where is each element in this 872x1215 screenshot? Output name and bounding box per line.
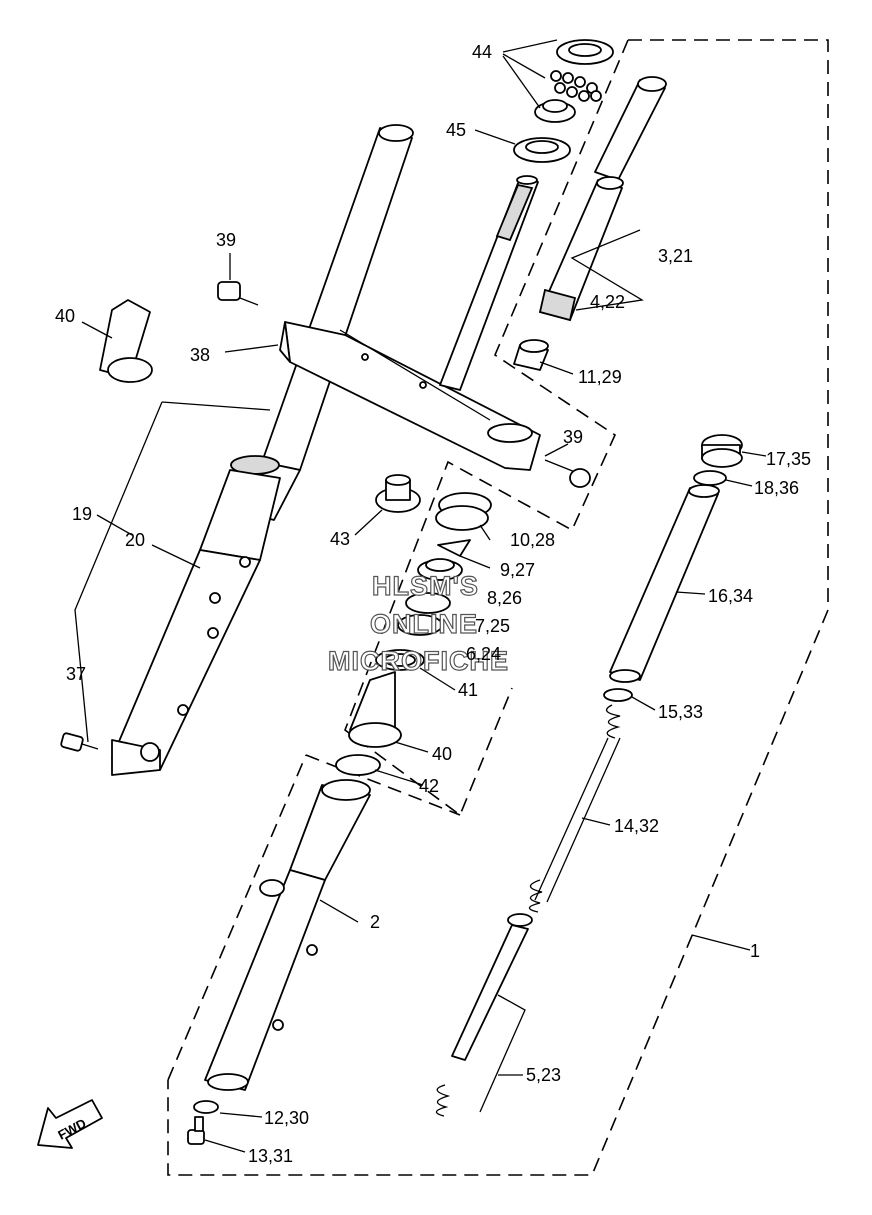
damper-rod-5: [435, 913, 533, 1117]
ring-42: [335, 754, 381, 776]
collar-43: [375, 474, 421, 513]
label-12-30: 12,30: [264, 1108, 309, 1128]
label-1: 1: [750, 941, 760, 961]
cover-40-lower: [348, 671, 402, 748]
label-7-25: 7,25: [475, 616, 510, 636]
label-17-35: 17,35: [766, 449, 811, 469]
leader-lines: [74, 39, 767, 1153]
label-3-21: 3,21: [658, 246, 693, 266]
label-13-31: 13,31: [248, 1146, 293, 1166]
label-38: 38: [190, 345, 210, 365]
label-4-22: 4,22: [590, 292, 625, 312]
callout-labels: 44 45 3,21 4,22 11,29 39 40 38 39 17,35 …: [55, 42, 811, 1166]
label-10-28: 10,28: [510, 530, 555, 550]
label-8-26: 8,26: [487, 588, 522, 608]
watermark: HLSM'S ONLINE MICROFICHE: [327, 570, 509, 676]
bolt-39-left: [217, 281, 259, 306]
label-37: 37: [66, 664, 86, 684]
inner-tube-2: [204, 779, 371, 1091]
label-16-34: 16,34: [708, 586, 753, 606]
bearing-parts: [513, 39, 614, 163]
bolt-37: [60, 732, 99, 752]
watermark-line-2: ONLINE: [370, 609, 478, 639]
cap-bolt-17: [693, 434, 743, 486]
label-6-24: 6,24: [466, 644, 501, 664]
label-39-left: 39: [216, 230, 236, 250]
steering-stem: [439, 175, 539, 391]
label-40-upper: 40: [55, 306, 75, 326]
collar-11: [513, 339, 549, 371]
outer-tube-assembly: [111, 124, 414, 776]
bolt-13: [187, 1116, 205, 1145]
label-45: 45: [446, 120, 466, 140]
oil-seal-set: [375, 492, 492, 671]
cover-40-upper: [99, 299, 153, 383]
label-15-33: 15,33: [658, 702, 703, 722]
label-20: 20: [125, 530, 145, 550]
bolt-39-right: [544, 459, 591, 488]
lower-bracket-38: [279, 321, 541, 471]
fwd-arrow-icon: FWD: [37, 1099, 103, 1149]
watermark-line-1: HLSM'S: [372, 571, 479, 601]
label-11-29: 11,29: [578, 367, 622, 387]
watermark-line-3: MICROFICHE: [328, 646, 509, 676]
spring-14: [528, 704, 621, 913]
label-5-23: 5,23: [526, 1065, 561, 1085]
label-14-32: 14,32: [614, 816, 659, 836]
spacer-16: [609, 484, 720, 683]
label-44: 44: [472, 42, 492, 62]
label-42: 42: [419, 776, 439, 796]
damper-tube: [538, 76, 667, 322]
label-9-27: 9,27: [500, 560, 535, 580]
label-18-36: 18,36: [754, 478, 799, 498]
assembly-outline: [167, 39, 829, 1176]
washer-15: [603, 688, 633, 702]
label-39-right: 39: [563, 427, 583, 447]
washer-12: [193, 1100, 219, 1114]
label-40-lower: 40: [432, 744, 452, 764]
label-41: 41: [458, 680, 478, 700]
label-2: 2: [370, 912, 380, 932]
ball-bearings: [550, 70, 602, 102]
label-43: 43: [330, 529, 350, 549]
label-19: 19: [72, 504, 92, 524]
